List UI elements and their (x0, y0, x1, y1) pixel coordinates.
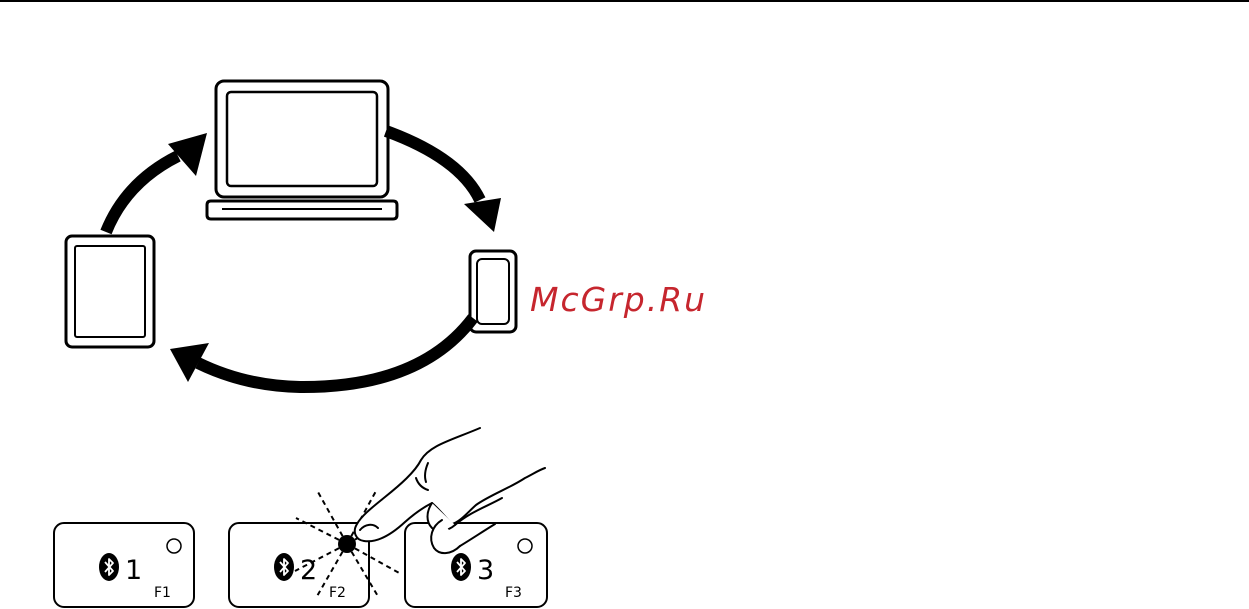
arrow-laptop-to-smartphone (386, 131, 501, 232)
key-3-channel: 3 (477, 555, 494, 586)
smartphone-icon (470, 251, 516, 332)
bluetooth-icon (451, 553, 471, 581)
key-1: 1 F1 (54, 523, 194, 607)
arrow-tablet-to-laptop (106, 133, 207, 232)
key-3-function-label: F3 (505, 585, 522, 601)
laptop-icon (207, 81, 397, 219)
tablet-icon (66, 236, 154, 347)
bluetooth-icon (99, 553, 119, 581)
key-2-channel: 2 (300, 555, 317, 586)
key-2-function-label: F2 (329, 585, 346, 601)
key-1-function-label: F1 (154, 585, 171, 601)
key-1-channel: 1 (125, 555, 142, 586)
bluetooth-icon (274, 553, 294, 581)
watermark-text: McGrp.Ru (530, 283, 707, 316)
arrow-smartphone-to-tablet (170, 318, 473, 387)
